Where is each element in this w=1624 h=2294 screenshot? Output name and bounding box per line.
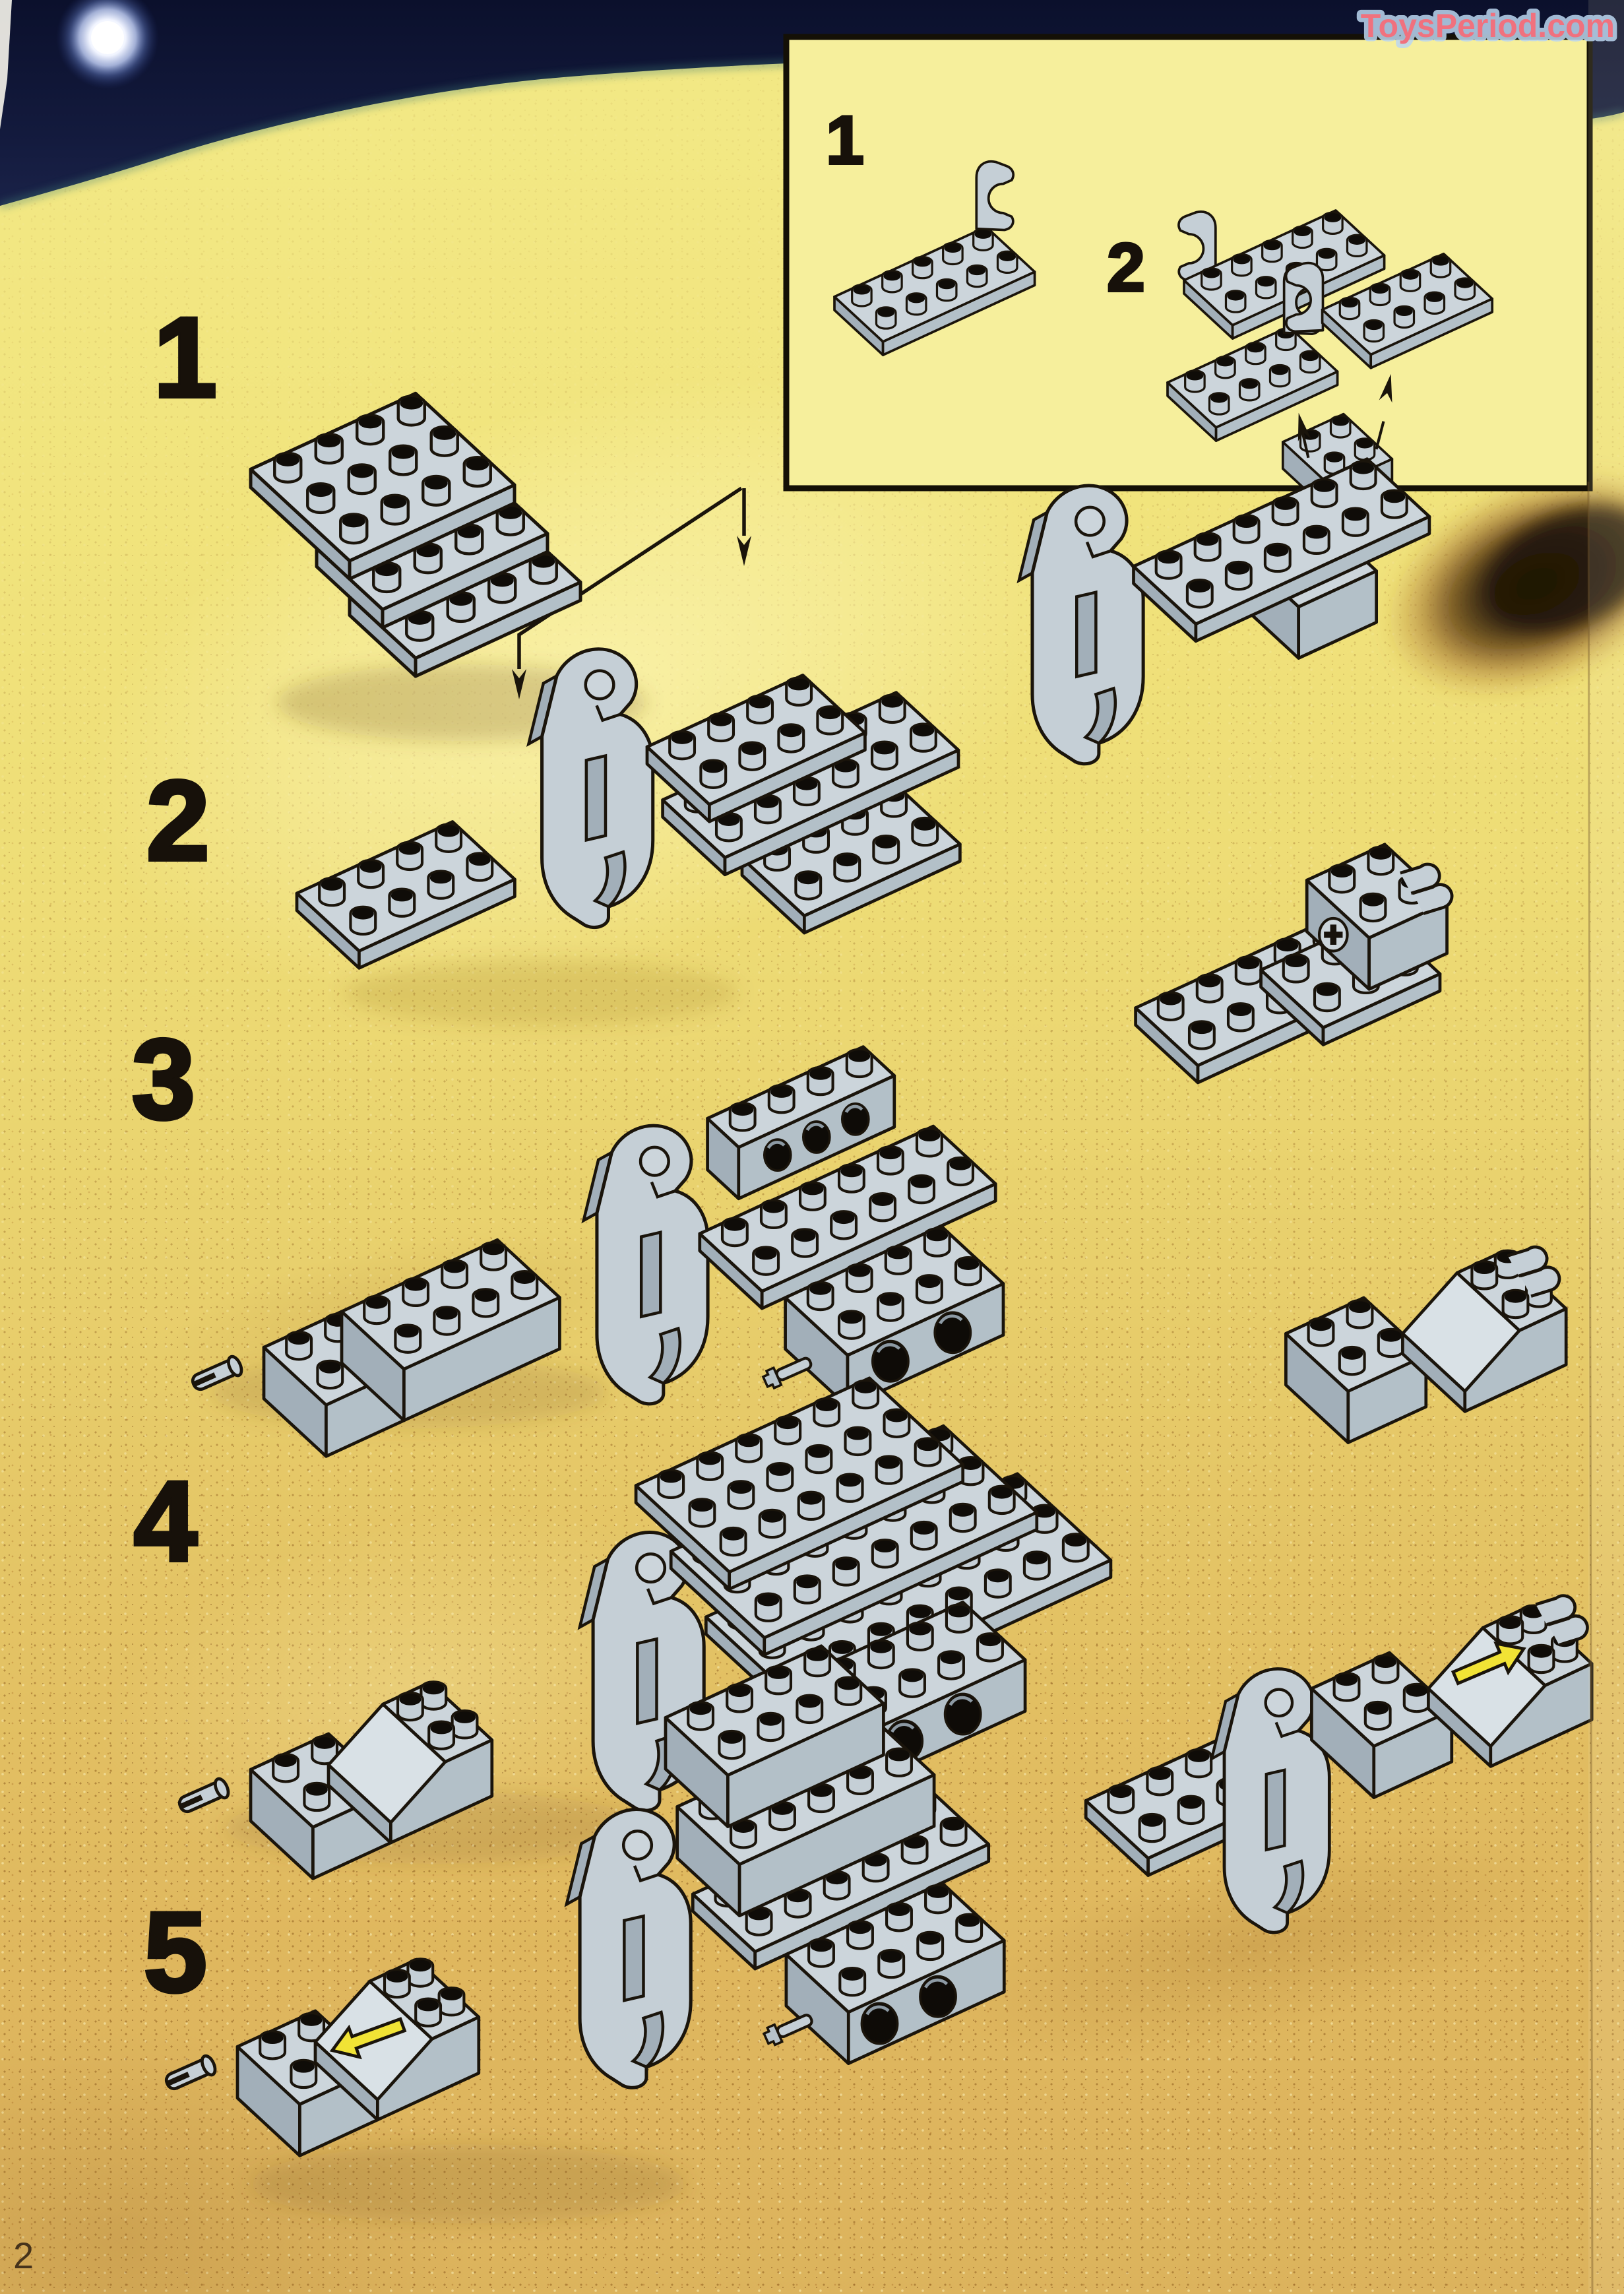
step-5-label: 5 xyxy=(144,1889,204,2016)
watermark: ToysPeriod.com xyxy=(1361,7,1615,44)
inset-step-1-label: 1 xyxy=(826,102,864,179)
hinge-brick xyxy=(1209,1667,1331,1934)
page-edge-strip xyxy=(1588,0,1624,2294)
yellow-arrow-sticker xyxy=(329,2017,407,2060)
step-3-label: 3 xyxy=(132,1016,193,1143)
star-icon xyxy=(56,0,159,89)
brick-2x2 xyxy=(1284,1296,1428,1444)
brick-2x4 xyxy=(340,1238,561,1422)
plate-2x6 xyxy=(833,226,1036,356)
plate-2x6 xyxy=(1132,457,1431,643)
plate-4x4 xyxy=(249,391,516,581)
inset-assembly xyxy=(1166,252,1494,515)
page-number: 2 xyxy=(13,2235,34,2276)
step-3-diagram xyxy=(191,843,1454,1458)
step-5-diagram xyxy=(164,1594,1594,2157)
hinge-brick xyxy=(564,1808,693,2089)
towball-pin xyxy=(164,2054,217,2091)
technic-brick-1x4 xyxy=(706,1045,896,1201)
page-edge-sliver xyxy=(0,0,12,129)
watermark-halo: ToysPeriod.com xyxy=(1361,7,1615,44)
step-1-diagram xyxy=(249,391,582,678)
yellow-arrow-sticker xyxy=(1451,1641,1526,1686)
step-4-diagram xyxy=(177,1245,1568,1880)
inset-diagrams xyxy=(833,160,1494,515)
plate-big xyxy=(634,1376,965,1591)
hinge-brick xyxy=(581,1124,710,1406)
hinge-brick xyxy=(526,647,655,930)
plate-2x4 xyxy=(1321,252,1494,369)
step-4-label: 4 xyxy=(134,1458,197,1585)
hinge-tab xyxy=(1177,210,1217,282)
plate-2x4 xyxy=(295,820,516,970)
clip-ends xyxy=(1507,1245,1561,1298)
page-fold-line xyxy=(1587,481,1594,2294)
axle-hole-symbol xyxy=(1318,916,1349,953)
brick-2x4 xyxy=(664,1644,885,1828)
technic-brick-2x4 xyxy=(784,1881,1006,2065)
plate-2x6 xyxy=(698,1124,997,1310)
dune-shadow xyxy=(1383,469,1624,699)
hinge-tab xyxy=(975,160,1015,232)
clip-ends xyxy=(1400,862,1454,915)
plate-2x4 xyxy=(645,674,867,823)
clip-ends xyxy=(1535,1594,1589,1647)
technic-brick-2x4 xyxy=(784,1224,1005,1409)
step-2-diagram xyxy=(295,457,1431,970)
inset-step-2-label: 2 xyxy=(1107,230,1145,306)
slope-cab xyxy=(1427,1604,1594,1768)
pointer-arrows xyxy=(512,486,751,699)
towball-pin xyxy=(177,1777,230,1814)
towball-pin xyxy=(191,1354,243,1391)
brick-2x2 xyxy=(1310,1651,1454,1799)
step-2-label: 2 xyxy=(146,757,207,884)
slope-cab xyxy=(1401,1249,1568,1413)
inset-hinge-plate-left xyxy=(833,160,1036,356)
hinge-brick xyxy=(1016,484,1145,766)
step-1-label: 1 xyxy=(154,294,214,421)
cross-axle xyxy=(762,2014,813,2047)
slope-cab xyxy=(327,1680,494,1845)
cross-axle xyxy=(761,1356,813,1390)
hinge-tab xyxy=(1284,261,1325,333)
